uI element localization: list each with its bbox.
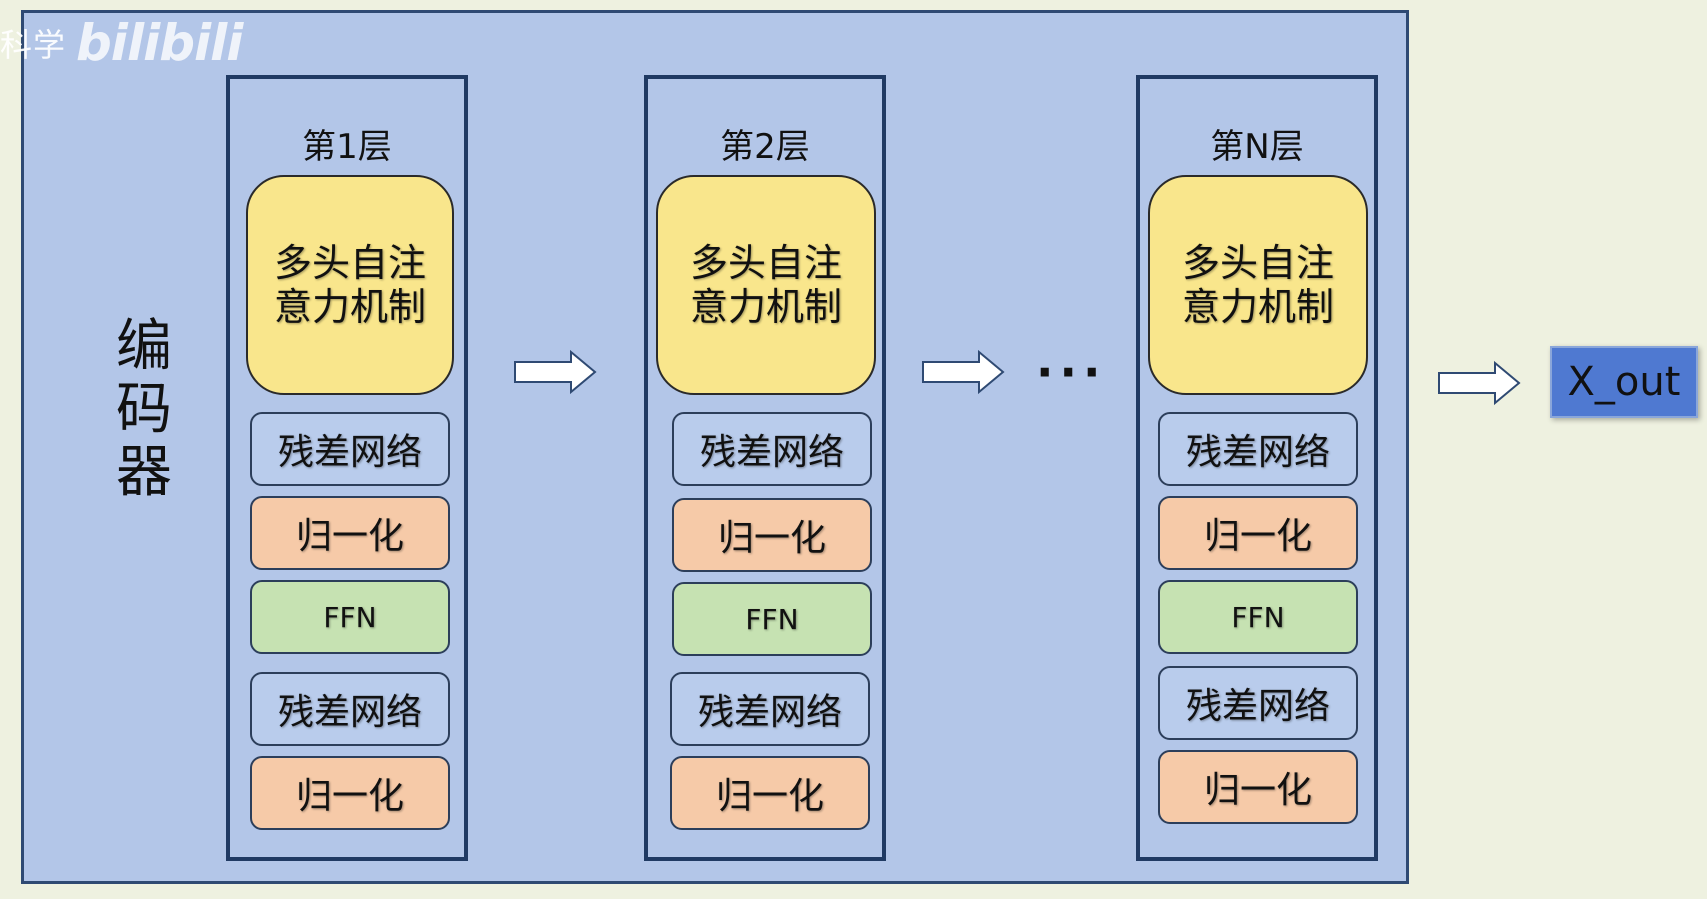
norm-block: 归一化 xyxy=(670,756,870,830)
layer-title: 第1层 xyxy=(302,127,392,167)
watermark-text: 科学 xyxy=(0,26,67,64)
layer-n: 第N层 多头自注意力机制 残差网络 归一化 FFN 残差网络 归一化 xyxy=(1136,75,1378,861)
right-arrow-icon xyxy=(1438,360,1521,406)
right-arrow-icon xyxy=(514,349,597,395)
residual-block: 残差网络 xyxy=(1158,412,1358,486)
layer-title: 第N层 xyxy=(1210,127,1304,167)
norm-block: 归一化 xyxy=(672,498,872,572)
residual-block: 残差网络 xyxy=(670,672,870,746)
layer-title: 第2层 xyxy=(720,127,810,167)
norm-block: 归一化 xyxy=(250,496,450,570)
encoder-label: 编码器 xyxy=(116,314,172,505)
right-arrow-icon xyxy=(922,349,1005,395)
watermark: 科学 bilibili xyxy=(0,14,243,72)
residual-block: 残差网络 xyxy=(250,412,450,486)
attention-block: 多头自注意力机制 xyxy=(1148,175,1368,395)
ffn-block: FFN xyxy=(672,582,872,656)
residual-block: 残差网络 xyxy=(1158,666,1358,740)
residual-block: 残差网络 xyxy=(250,672,450,746)
ellipsis: ··· xyxy=(1036,345,1107,399)
norm-block: 归一化 xyxy=(1158,750,1358,824)
bilibili-logo: bilibili xyxy=(76,14,243,72)
residual-block: 残差网络 xyxy=(672,412,872,486)
ffn-block: FFN xyxy=(250,580,450,654)
ffn-block: FFN xyxy=(1158,580,1358,654)
encoder-container: 编码器 第1层 多头自注意力机制 残差网络 归一化 FFN 残差网络 归一化 第… xyxy=(21,10,1409,884)
norm-block: 归一化 xyxy=(1158,496,1358,570)
attention-block: 多头自注意力机制 xyxy=(246,175,454,395)
output-box: X_out xyxy=(1550,346,1698,418)
layer-2: 第2层 多头自注意力机制 残差网络 归一化 FFN 残差网络 归一化 xyxy=(644,75,886,861)
norm-block: 归一化 xyxy=(250,756,450,830)
layer-1: 第1层 多头自注意力机制 残差网络 归一化 FFN 残差网络 归一化 xyxy=(226,75,468,861)
attention-block: 多头自注意力机制 xyxy=(656,175,876,395)
